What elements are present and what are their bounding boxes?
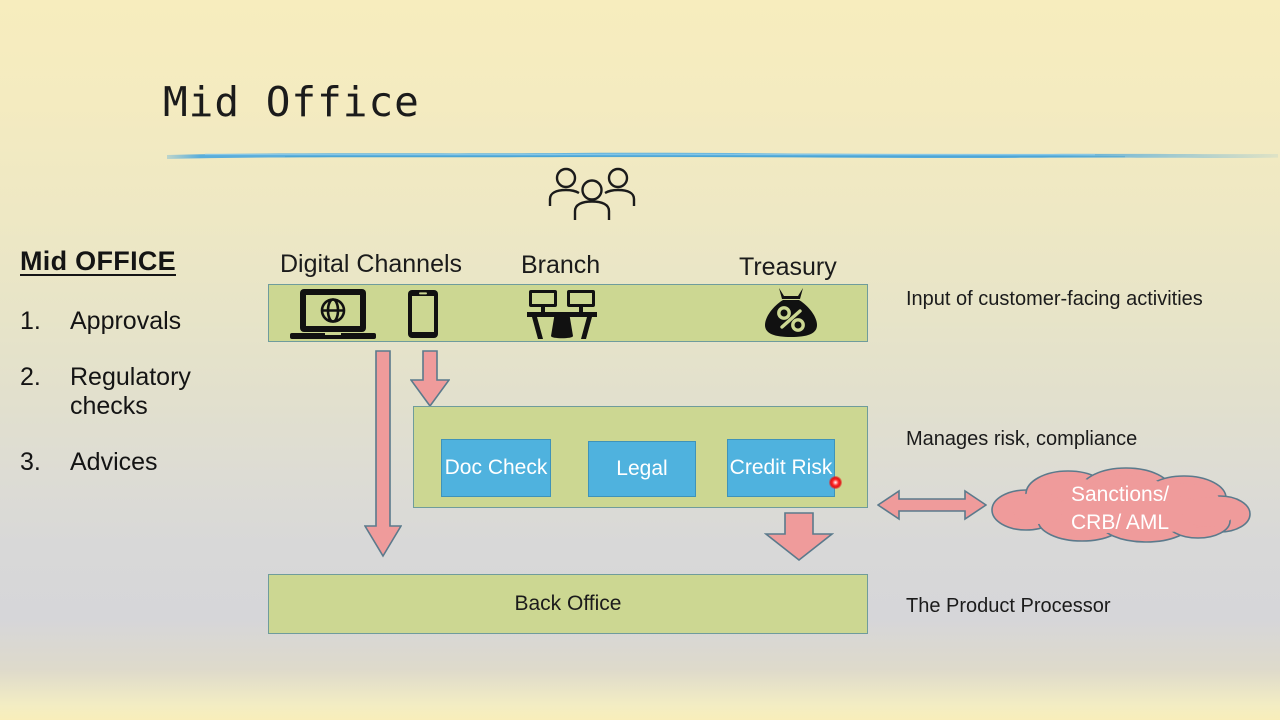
- three-people-icon: [548, 167, 636, 220]
- smartphone-icon: [408, 290, 438, 338]
- list-item-number: 2.: [20, 362, 41, 391]
- money-bag-percent-icon: [765, 288, 817, 337]
- page-title: Mid Office: [163, 78, 420, 126]
- laser-pointer-dot: [829, 476, 842, 489]
- back-office-label: Back Office: [514, 592, 622, 615]
- divider-brushstroke: [167, 152, 1278, 159]
- branch-desk-icon: [527, 290, 597, 339]
- list-item: 1. Approvals: [20, 307, 260, 337]
- annotation-manages-risk: Manages risk, compliance: [906, 428, 1138, 450]
- mid-office-list: Mid OFFICE 1. Approvals 2. Regulatory ch…: [20, 246, 260, 503]
- list-item-label: Advices: [70, 447, 158, 476]
- list-item-number: 1.: [20, 307, 41, 335]
- mid-office-item-doc-check[interactable]: Doc Check: [441, 439, 551, 497]
- list-item-label: Approvals: [70, 307, 182, 335]
- back-office-box[interactable]: Back Office: [268, 574, 868, 634]
- mid-office-list-heading: Mid OFFICE: [20, 246, 176, 276]
- arrow-channels-to-mid-office: [410, 350, 450, 408]
- arrow-mid-office-to-back-office: [764, 512, 834, 562]
- cloud-shape: [991, 467, 1251, 543]
- arrow-mid-office-to-cloud: [877, 489, 987, 521]
- channel-label-digital-channels: Digital Channels: [280, 250, 463, 278]
- list-item-label: Regulatory checks: [70, 362, 191, 421]
- channel-label-branch: Branch: [521, 251, 601, 279]
- arrow-channels-to-back-office: [364, 350, 402, 558]
- list-item: 2. Regulatory checks: [20, 363, 260, 422]
- annotation-product-processor: The Product Processor: [906, 595, 1111, 617]
- list-item-number: 3.: [20, 447, 41, 476]
- list-item: 3. Advices: [20, 448, 260, 478]
- annotation-input-activities: Input of customer-facing activities: [906, 288, 1203, 310]
- channel-label-treasury: Treasury: [739, 253, 837, 281]
- mid-office-item-credit-risk[interactable]: Credit Risk: [727, 439, 835, 497]
- laptop-globe-icon: [290, 289, 376, 339]
- mid-office-item-legal[interactable]: Legal: [588, 441, 696, 497]
